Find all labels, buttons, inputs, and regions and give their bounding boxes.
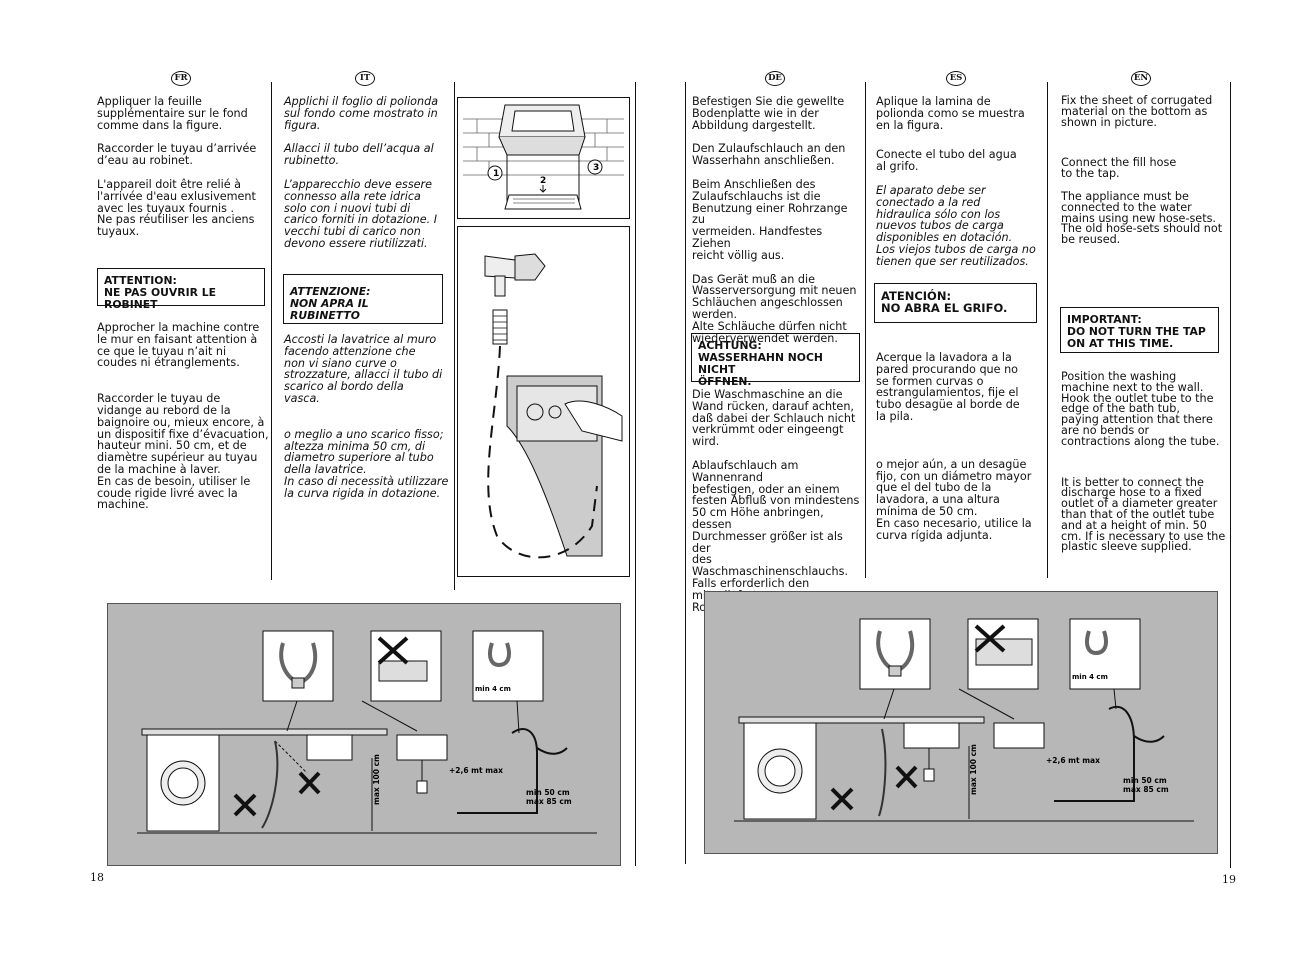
label-min-50cm: min 50 cm — [526, 788, 570, 797]
label-height-max: +2,6 mt max — [1046, 756, 1100, 765]
column-divider — [454, 82, 455, 590]
es-paragraph-4: Acerque la lavadora a la pared procurand… — [876, 351, 1020, 423]
figure-number-1: 1 — [493, 169, 499, 179]
it-paragraph-4: Accosti la lavatrice al muro facendo att… — [284, 333, 443, 405]
column-es-lower: Acerque la lavadora a la pared procurand… — [876, 352, 1044, 553]
fr-paragraph-1: Appliquer la feuille supplémentaire sur … — [97, 95, 248, 132]
flag-en: EN — [1131, 71, 1151, 86]
it-warning-box: ATTENZIONE: NON APRA IL RUBINETTO — [283, 274, 443, 324]
figure-number-2: 2 — [540, 176, 546, 186]
de-warning-box: ACHTUNG: WASSERHAHN NOCH NICHT ÖFFNEN. — [691, 333, 860, 388]
column-de: Befestigen Sie die gewellte Bodenplatte … — [692, 96, 862, 356]
label-max-85cm: max 85 cm — [526, 797, 572, 806]
flag-es: ES — [946, 71, 966, 86]
page-edge-line — [635, 82, 636, 866]
column-it: Applichi il foglio di polionda sul fondo… — [284, 96, 452, 262]
de-paragraph-2: Den Zulaufschlauch an den Wasserhahn ans… — [692, 142, 846, 168]
label-min-4cm: min 4 cm — [475, 685, 511, 693]
label-min-50cm: min 50 cm — [1123, 776, 1167, 785]
column-divider — [271, 82, 272, 580]
figure-number-3: 3 — [593, 163, 599, 173]
tap-hose-figure — [457, 226, 630, 577]
page-number-right: 19 — [1222, 873, 1236, 886]
column-divider — [1230, 82, 1231, 868]
column-it-lower: Accosti la lavatrice al muro facendo att… — [284, 334, 452, 512]
en-warning-box: IMPORTANT: DO NOT TURN THE TAP ON AT THI… — [1060, 307, 1219, 353]
column-en: Fix the sheet of corrugated material on … — [1061, 94, 1227, 258]
de-paragraph-1: Befestigen Sie die gewellte Bodenplatte … — [692, 95, 845, 132]
column-de-lower: Die Waschmaschine an die Wand rücken, da… — [692, 389, 864, 625]
es-paragraph-1: Aplique la lamina de polionda como se mu… — [876, 95, 1025, 132]
it-paragraph-1: Applichi il foglio di polionda sul fondo… — [284, 95, 439, 132]
en-paragraph-4: Position the washing machine next to the… — [1061, 370, 1220, 448]
it-paragraph-3: L’apparecchio deve essere connesso alla … — [284, 177, 438, 250]
fr-paragraph-2: Raccorder le tuyau d’arrivée d’eau au ro… — [97, 142, 257, 168]
corrugated-sheet-figure: 1 2 3 — [457, 97, 630, 219]
en-paragraph-5: It is better to connect the discharge ho… — [1061, 475, 1226, 554]
column-divider — [685, 82, 686, 864]
it-paragraph-2: Allacci il tubo dell’acqua al rubinetto. — [284, 142, 434, 168]
column-divider — [865, 82, 866, 578]
es-paragraph-5: o mejor aún, a un desagüe fijo, con un d… — [876, 457, 1032, 542]
es-warning-box: ATENCIÓN: NO ABRA EL GRIFO. — [874, 283, 1037, 323]
page-number-left: 18 — [90, 871, 104, 884]
flag-de: DE — [765, 71, 785, 86]
column-fr: Appliquer la feuille supplémentaire sur … — [97, 96, 269, 250]
es-paragraph-2: Conecte el tubo del agua al grifo. — [876, 148, 1017, 174]
it-paragraph-5: o meglio a uno scarico fisso; altezza mi… — [284, 427, 449, 500]
label-max-85cm: max 85 cm — [1123, 785, 1169, 794]
de-paragraph-5: Die Waschmaschine an die Wand rücken, da… — [692, 388, 856, 449]
en-paragraph-1: Fix the sheet of corrugated material on … — [1061, 94, 1213, 129]
installation-diagram-right: min 4 cm +2,6 mt max min 50 cm max 85 cm… — [734, 618, 1194, 822]
fr-paragraph-4: Approcher la machine contre le mur en fa… — [97, 321, 260, 370]
label-max-100cm: max 100 cm — [969, 744, 978, 795]
label-height-max: +2,6 mt max — [449, 766, 503, 775]
fr-warning-box: ATTENTION: NE PAS OUVRIR LE ROBINET — [97, 268, 265, 311]
en-paragraph-3: The appliance must be connected to the w… — [1061, 189, 1223, 247]
fr-paragraph-5: Raccorder le tuyau de vidange au rebord … — [97, 392, 269, 512]
en-paragraph-2: Connect the fill hose to the tap. — [1061, 156, 1177, 181]
installation-diagram-left: min 4 cm +2,6 mt max min 50 cm max 85 cm… — [137, 630, 597, 834]
label-max-100cm: max 100 cm — [372, 754, 381, 805]
de-paragraph-3: Beim Anschließen des Zulaufschlauchs ist… — [692, 177, 848, 262]
column-fr-lower: Approcher la machine contre le mur en fa… — [97, 322, 269, 523]
column-en-lower: Position the washing machine next to the… — [1061, 370, 1227, 565]
es-paragraph-3: El aparato debe ser conectado a la red h… — [876, 183, 1036, 268]
fr-paragraph-3: L'appareil doit être relié à l'arrivée d… — [97, 177, 256, 239]
flag-it: IT — [355, 71, 375, 86]
column-divider — [1047, 82, 1048, 578]
flag-fr: FR — [171, 71, 191, 86]
de-paragraph-4: Das Gerät muß an die Wasserversorgung mi… — [692, 272, 857, 345]
column-es: Aplique la lamina de polionda como se mu… — [876, 96, 1044, 280]
label-min-4cm: min 4 cm — [1072, 673, 1108, 681]
